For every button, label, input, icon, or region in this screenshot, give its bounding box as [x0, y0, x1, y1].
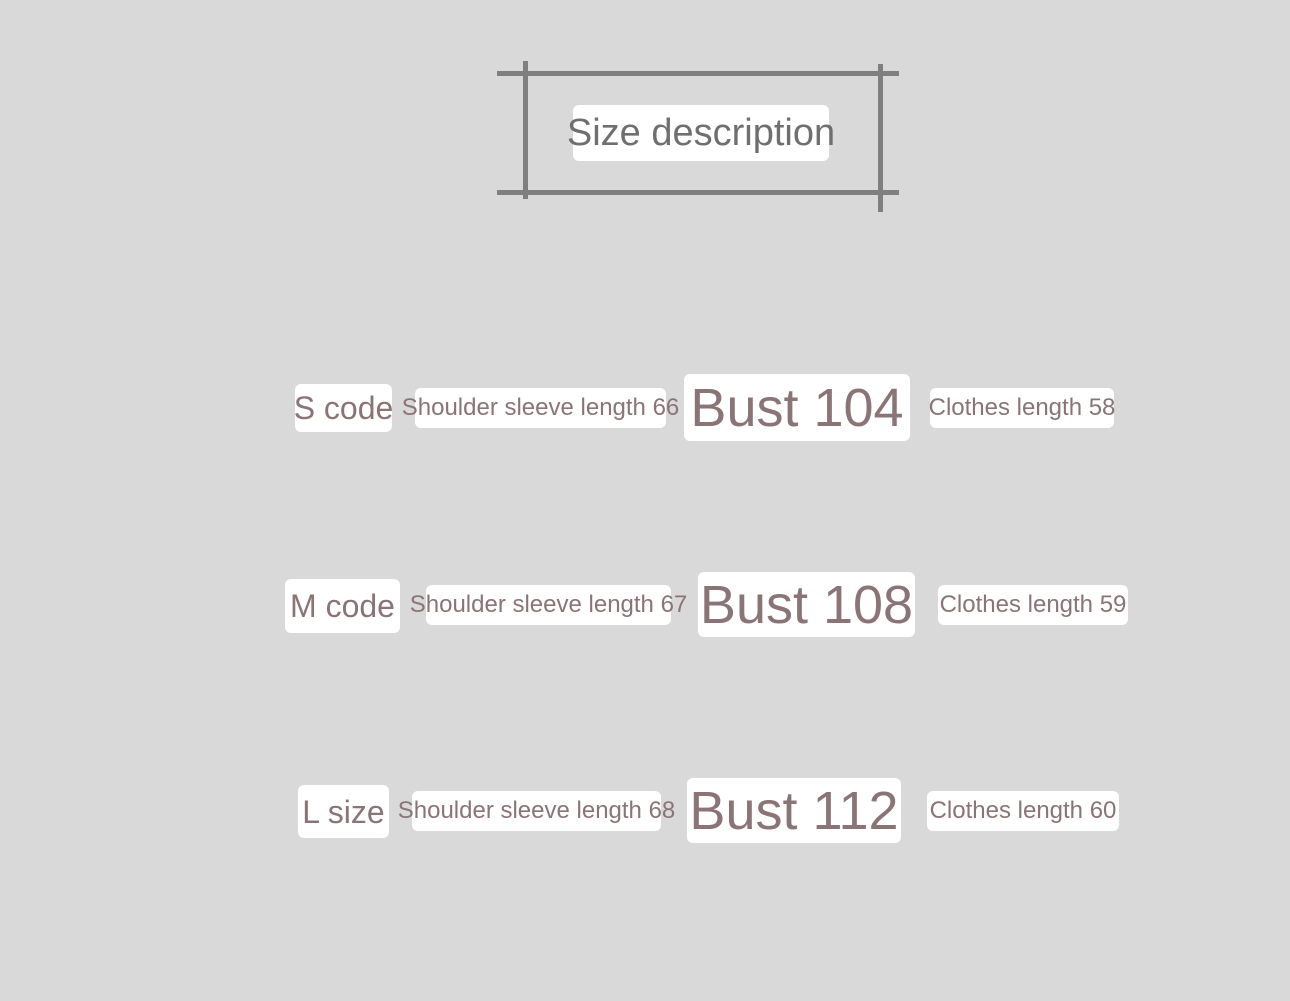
bust-measurement: Bust 112 [687, 778, 901, 843]
shoulder-sleeve-length: Shoulder sleeve length 68 [398, 791, 675, 831]
bust-measurement: Bust 104 [684, 374, 910, 441]
size-name: S code [294, 384, 393, 432]
bust-measurement: Bust 108 [698, 572, 915, 637]
title-frame-top-line [497, 71, 899, 76]
title-frame-left-line [523, 61, 528, 199]
page-title: Size description [567, 105, 835, 161]
title-frame-right-line [878, 64, 883, 212]
title-frame-bottom-line [497, 190, 899, 195]
clothes-length: Clothes length 58 [929, 388, 1115, 428]
size-name: M code [285, 579, 400, 633]
clothes-length: Clothes length 59 [938, 585, 1128, 625]
clothes-length: Clothes length 60 [927, 791, 1119, 831]
shoulder-sleeve-length: Shoulder sleeve length 67 [410, 585, 687, 625]
size-name: L size [298, 785, 389, 838]
shoulder-sleeve-length: Shoulder sleeve length 66 [402, 388, 679, 428]
